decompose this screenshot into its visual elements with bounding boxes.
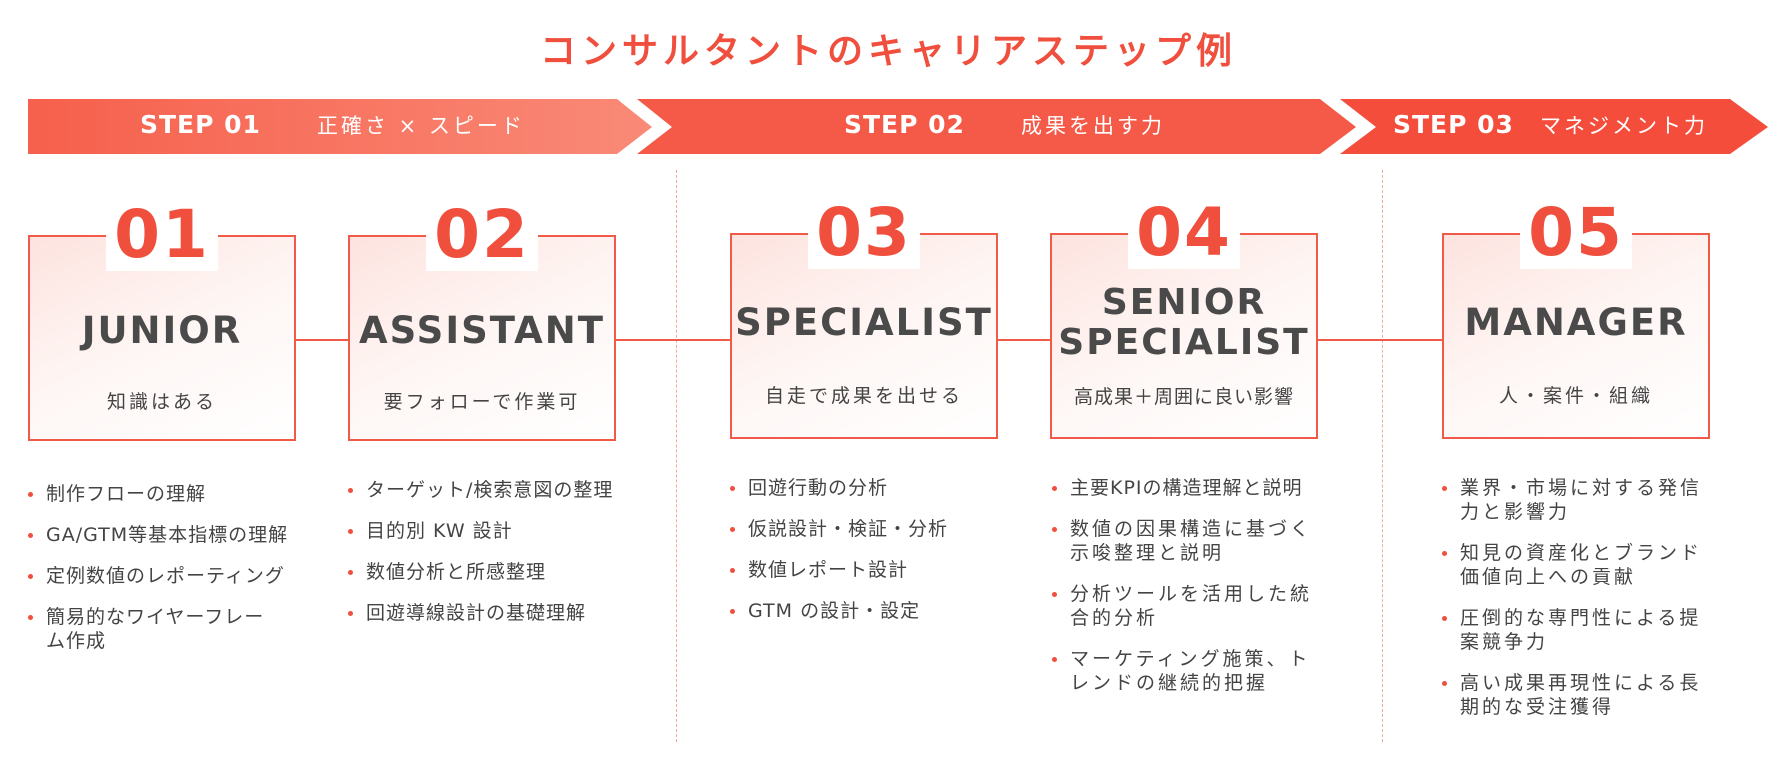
- level-role: MANAGER: [1464, 301, 1688, 344]
- list-item: 目的別 KW 設計: [348, 519, 648, 543]
- step-02-label: STEP 02 成果を出す力: [844, 110, 1165, 140]
- list-item: 主要KPIの構造理解と説明: [1052, 476, 1328, 500]
- level-skills-senior-specialist: 主要KPIの構造理解と説明 数値の因果構造に基づく示唆整理と説明 分析ツールを活…: [1052, 476, 1328, 712]
- level-skills-specialist: 回遊行動の分析 仮説設計・検証・分析 数値レポート設計 GTM の設計・設定: [730, 476, 1030, 640]
- level-role: ASSISTANT: [359, 309, 605, 352]
- list-item: 圧倒的な専門性による提案競争力: [1442, 606, 1712, 654]
- list-item: 回遊導線設計の基礎理解: [348, 601, 648, 625]
- step-02-arrow: [637, 99, 1356, 154]
- list-item: 制作フローの理解: [28, 482, 318, 506]
- list-item: 回遊行動の分析: [730, 476, 1030, 500]
- list-item: 分析ツールを活用した統合的分析: [1052, 582, 1328, 630]
- list-item: 知見の資産化とブランド価値向上への貢献: [1442, 541, 1712, 589]
- page-title: コンサルタントのキャリアステップ例: [539, 31, 1237, 72]
- level-description: 要フォローで作業可: [383, 391, 581, 413]
- level-role-line: SENIOR: [1101, 282, 1267, 323]
- step-02-name: STEP 02: [844, 110, 965, 139]
- step-divider: [676, 170, 677, 742]
- step-03-name: STEP 03: [1393, 110, 1514, 139]
- step-01-arrow: [28, 99, 652, 154]
- step-03-arrow: [1340, 99, 1768, 154]
- list-item: GTM の設計・設定: [730, 599, 1030, 623]
- level-skills-assistant: ターゲット/検索意図の整理 目的別 KW 設計 数値分析と所感整理 回遊導線設計…: [348, 478, 648, 642]
- list-item: 業界・市場に対する発信力と影響力: [1442, 476, 1712, 524]
- list-item: 定例数値のレポーティング: [28, 564, 318, 588]
- step-03-label: STEP 03 マネジメント力: [1393, 110, 1708, 140]
- list-item: 簡易的なワイヤーフレーム作成: [28, 605, 276, 653]
- connector-line: [1318, 339, 1442, 341]
- connector-line: [296, 339, 348, 341]
- list-item: ターゲット/検索意図の整理: [348, 478, 648, 502]
- level-number: 04: [1128, 197, 1240, 269]
- step-02-theme: 成果を出す力: [1020, 114, 1165, 138]
- list-item: 高い成果再現性による長期的な受注獲得: [1442, 671, 1712, 719]
- level-description: 高成果＋周囲に良い影響: [1073, 386, 1294, 408]
- list-item: GA/GTM等基本指標の理解: [28, 523, 318, 547]
- level-card-manager: 05 MANAGER 人・案件・組織: [1442, 197, 1710, 439]
- list-item: 数値分析と所感整理: [348, 560, 648, 584]
- step-03-theme: マネジメント力: [1539, 114, 1708, 138]
- level-skills-manager: 業界・市場に対する発信力と影響力 知見の資産化とブランド価値向上への貢献 圧倒的…: [1442, 476, 1712, 736]
- list-item: 仮説設計・検証・分析: [730, 517, 1030, 541]
- list-item: 数値の因果構造に基づく示唆整理と説明: [1052, 517, 1328, 565]
- level-card-junior: 01 JUNIOR 知識はある: [28, 199, 296, 441]
- level-description: 知識はある: [106, 391, 217, 413]
- level-card-senior-specialist: 04 SENIOR SPECIALIST 高成果＋周囲に良い影響: [1050, 197, 1318, 439]
- step-divider: [1382, 170, 1383, 742]
- level-description: 人・案件・組織: [1498, 385, 1653, 407]
- list-item: マーケティング施策、トレンドの継続的把握: [1052, 647, 1328, 695]
- level-number: 01: [106, 199, 218, 271]
- connector-line: [998, 339, 1050, 341]
- level-card-specialist: 03 SPECIALIST 自走で成果を出せる: [730, 197, 998, 439]
- level-description: 自走で成果を出せる: [764, 385, 963, 407]
- step-01-name: STEP 01: [140, 110, 261, 139]
- level-card-assistant: 02 ASSISTANT 要フォローで作業可: [348, 199, 616, 441]
- level-role: JUNIOR: [81, 309, 243, 352]
- list-item: 数値レポート設計: [730, 558, 1030, 582]
- level-number: 02: [426, 199, 538, 271]
- level-role: SPECIALIST: [735, 301, 993, 344]
- level-role: SENIOR SPECIALIST: [1052, 283, 1316, 363]
- level-skills-junior: 制作フローの理解 GA/GTM等基本指標の理解 定例数値のレポーティング 簡易的…: [28, 482, 318, 670]
- level-number: 05: [1520, 197, 1632, 269]
- step-01-label: STEP 01 正確さ × スピード: [140, 110, 525, 140]
- step-01-theme: 正確さ × スピード: [316, 114, 525, 138]
- connector-line: [616, 339, 730, 341]
- level-role-line: SPECIALIST: [1058, 322, 1310, 363]
- level-number: 03: [808, 197, 920, 269]
